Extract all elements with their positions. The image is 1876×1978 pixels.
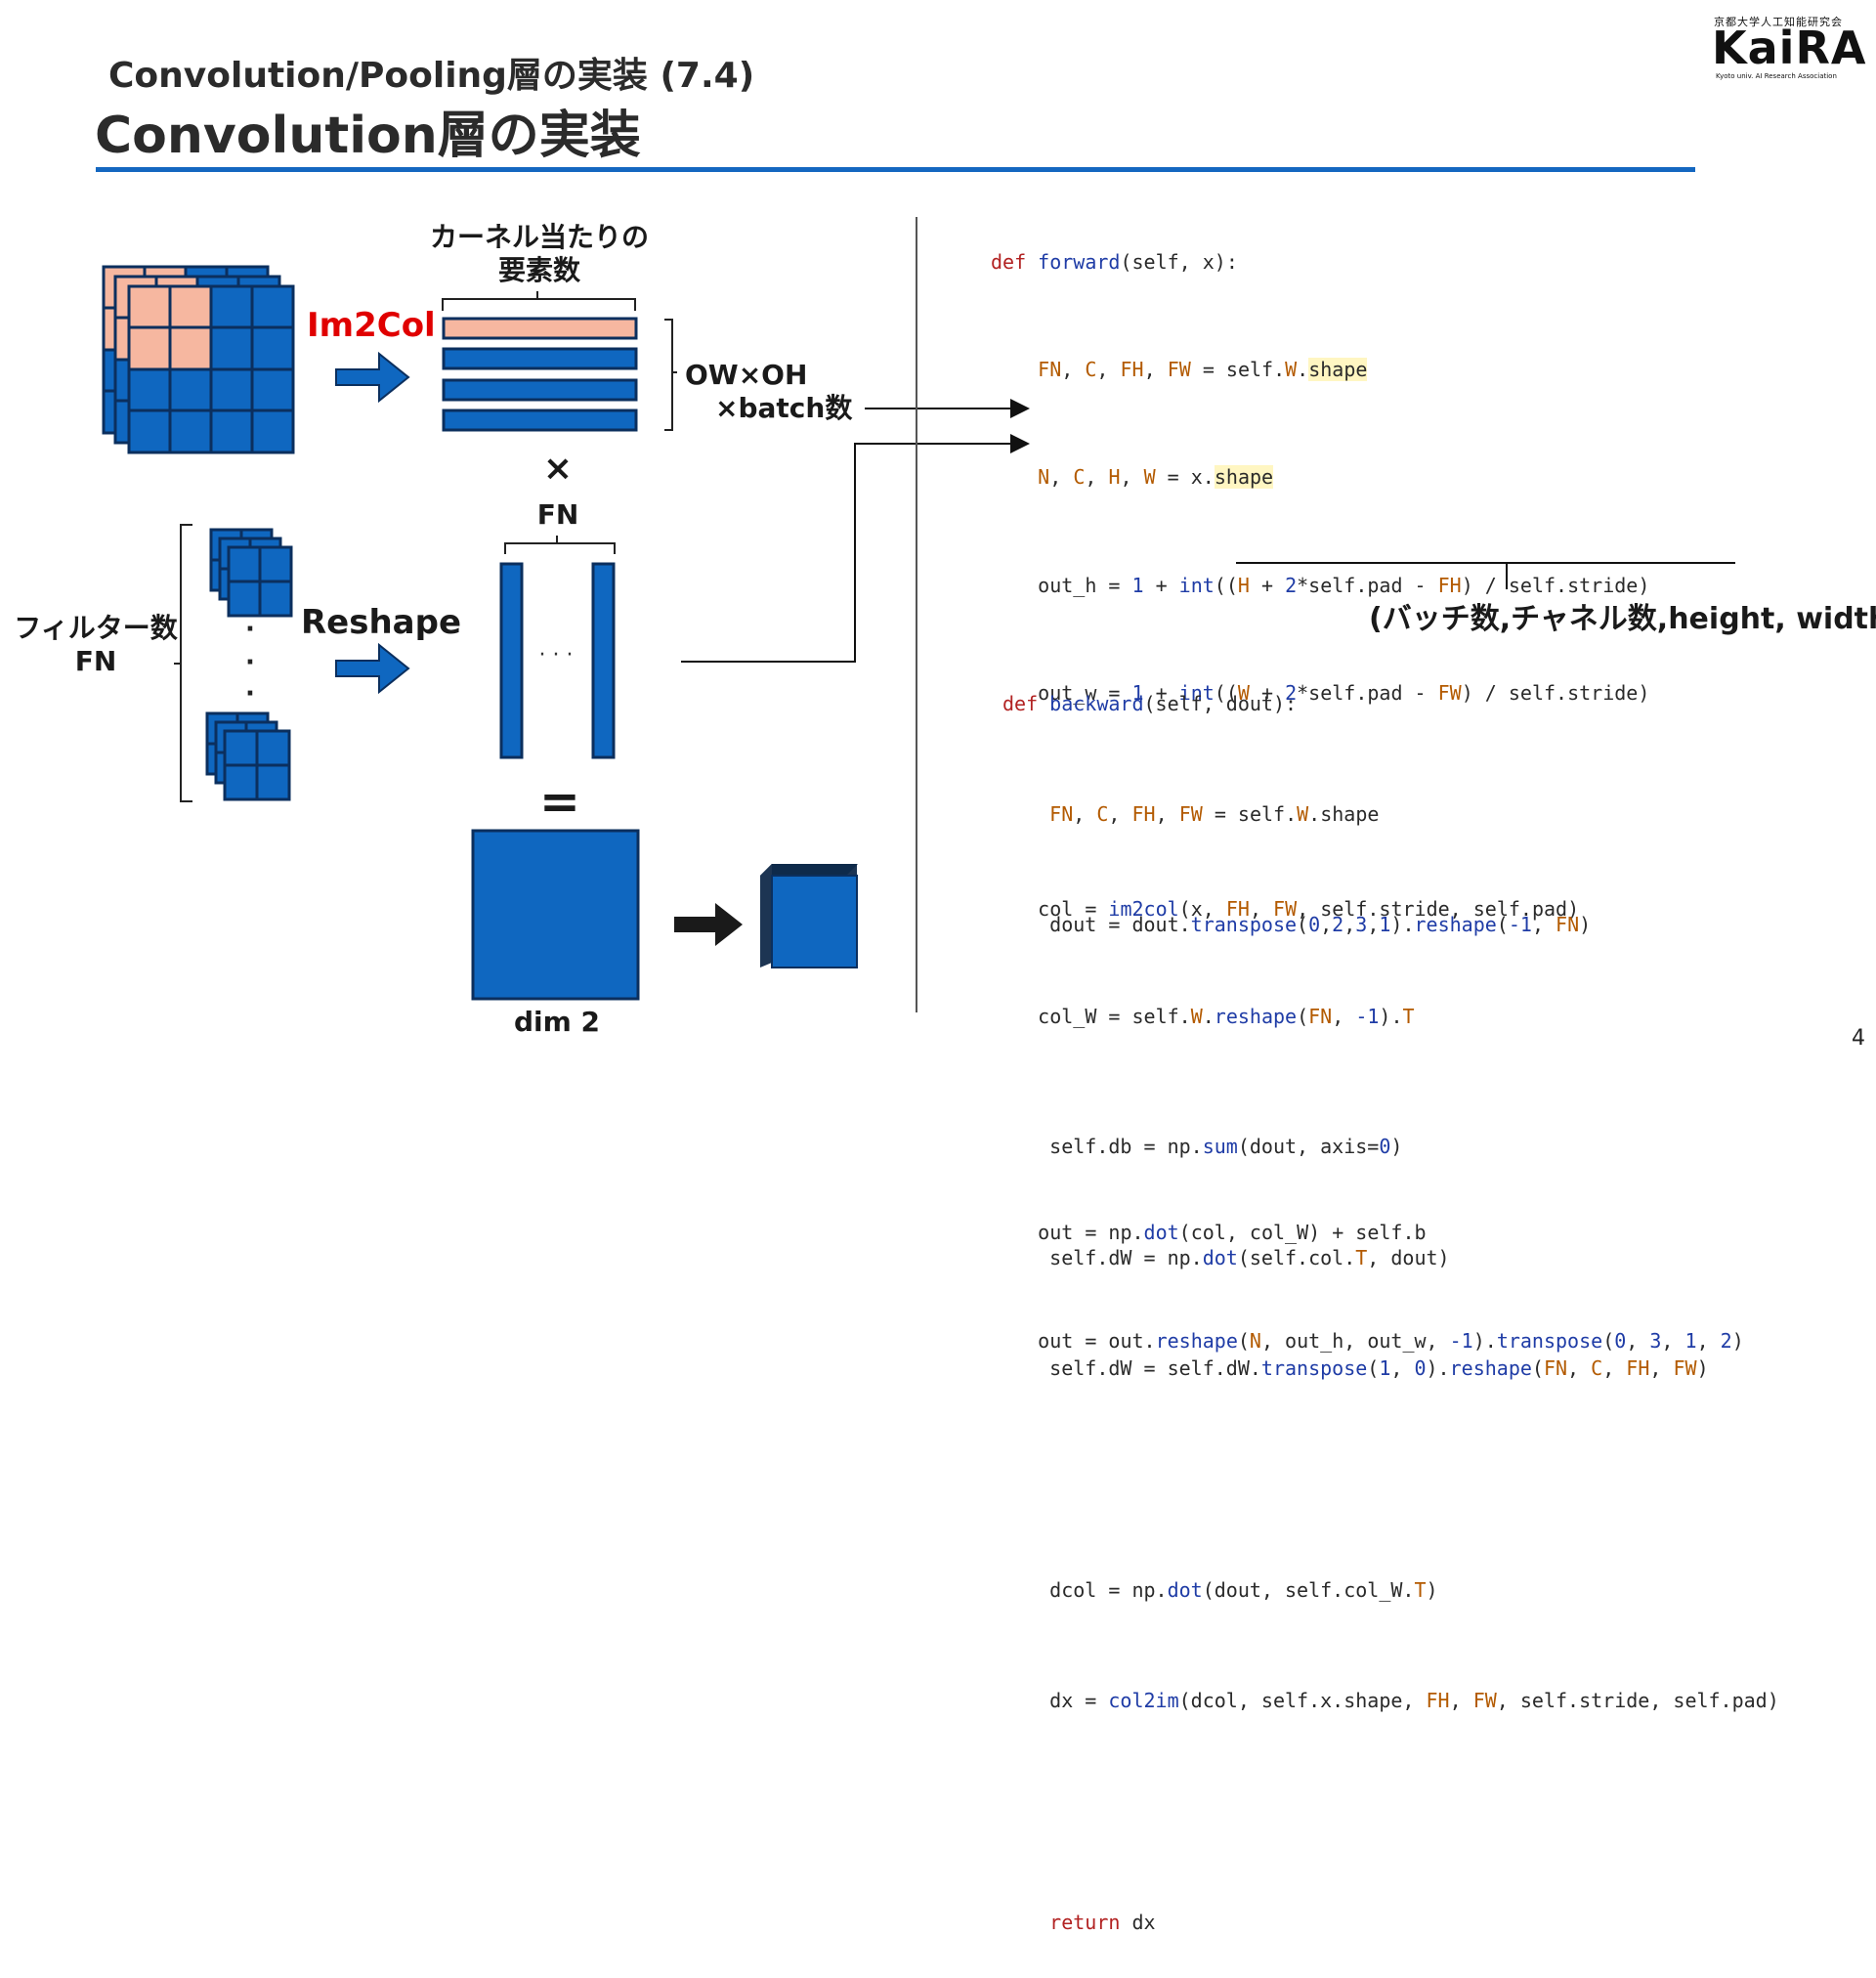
logo-main-text: KaiRA xyxy=(1712,22,1867,74)
im2col-diagram: Im2Col カーネル当たりの 要素数 OW×OH ×batch数 × FN ·… xyxy=(14,221,1735,1038)
kernel-elements-label-line1: カーネル当たりの xyxy=(430,221,649,253)
code-function-name: backward xyxy=(1049,691,1144,715)
matrix-row xyxy=(442,408,638,432)
column-ellipsis: · · · xyxy=(539,643,574,667)
code-line: def backward(self, dout): xyxy=(1002,691,1298,715)
title-underline xyxy=(96,167,1695,172)
im2col-arrow xyxy=(335,351,410,404)
slide-subtitle: Convolution/Pooling層の実装 (7.4) xyxy=(108,56,755,96)
kernel-elements-label-line2: 要素数 xyxy=(498,254,581,286)
code-line: return dx xyxy=(1049,1910,1156,1934)
filter-count-label-line1: フィルター数 xyxy=(14,612,178,644)
fn-label: FN xyxy=(537,498,579,531)
logo-top-text: 京都大学人工知能研究会 xyxy=(1714,16,1843,28)
code-line: self.db = np.sum(dout, axis=0) xyxy=(1002,1135,1403,1159)
code-line xyxy=(1002,1794,1779,1831)
code-line: dout = dout.transpose(0,2,3,1).reshape(-… xyxy=(1002,913,1592,937)
input-tensor-stack xyxy=(102,265,295,454)
column-divider xyxy=(916,217,917,1012)
code-function-name: forward xyxy=(1038,249,1121,274)
reshape-label: Reshape xyxy=(301,603,461,642)
rows-brace xyxy=(664,319,677,431)
matrix-row xyxy=(442,378,638,402)
slide-title: Convolution層の実装 xyxy=(95,107,641,165)
colw-connector-arrow xyxy=(681,434,1030,663)
code-line: def forward(self, x): xyxy=(991,249,1238,274)
code-line xyxy=(1002,1018,1779,1055)
code-line: col = im2col(x, FH, FW, self.stride, sel… xyxy=(991,896,1580,921)
code-line: N, C, H, W = x.shape xyxy=(1038,465,1274,490)
code-line: FN, C, FH, FW = self.W.shape xyxy=(1038,357,1368,381)
code-line: out_h = 1 + int((H + 2*self.pad - FH) / … xyxy=(991,573,1650,597)
code-line xyxy=(1002,1461,1779,1498)
filter-dot-3: · xyxy=(245,679,255,709)
filter-stack-bottom xyxy=(205,711,291,801)
code-keyword: def xyxy=(1002,691,1039,715)
kaira-logo: 京都大学人工知能研究会 KaiRA Kyoto univ. AI Researc… xyxy=(1712,14,1868,82)
page-number: 4 xyxy=(1852,1026,1865,1051)
rows-label-line1: OW×OH xyxy=(685,359,807,391)
filter-count-brace xyxy=(174,524,192,802)
rows-label-line2: ×batch数 xyxy=(715,392,853,424)
transpose-bracket xyxy=(1236,562,1735,589)
matrix-row xyxy=(442,347,638,370)
backward-code-block: def backward(self, dout): FN, C, FH, FW … xyxy=(1002,612,1779,1978)
code-line: FN, C, FH, FW = self.W.shape xyxy=(1049,801,1380,826)
code-line: self.dW = np.dot(self.col.T, dout) xyxy=(1002,1245,1450,1269)
output-matrix xyxy=(471,829,640,1001)
code-keyword: def xyxy=(991,249,1027,274)
code-line: dx = col2im(dcol, self.x.shape, FH, FW, … xyxy=(1002,1689,1779,1713)
filter-dot-2: · xyxy=(245,648,255,677)
matrix-row-highlight xyxy=(442,317,638,340)
fn-brace xyxy=(504,536,616,554)
code-line: out_w = 1 + int((W + 2*self.pad - FW) / … xyxy=(991,681,1650,706)
output-cube xyxy=(760,864,858,968)
weight-column-first xyxy=(499,562,524,759)
reshape-output-arrow xyxy=(674,903,743,946)
reshape-arrow xyxy=(335,642,410,695)
code-line: dcol = np.dot(dout, self.col_W.T) xyxy=(1002,1577,1438,1602)
filter-stack-top xyxy=(209,528,293,618)
dim-label: dim 2 xyxy=(514,1006,600,1038)
equals-symbol: = xyxy=(539,773,580,830)
weight-column-last xyxy=(591,562,616,759)
code-line: self.dW = self.dW.transpose(1, 0).reshap… xyxy=(1002,1355,1709,1380)
output-shape-annotation: (バッチ数,チャネル数,height, width) xyxy=(1369,602,1876,636)
logo-sub-text: Kyoto univ. AI Research Association xyxy=(1716,72,1837,80)
input-channel-front xyxy=(127,284,295,454)
kernel-elements-brace xyxy=(442,291,636,311)
im2col-label: Im2Col xyxy=(307,306,436,345)
code-line: col_W = self.W.reshape(FN, -1).T xyxy=(991,1005,1415,1029)
filter-count-label-line2: FN xyxy=(75,645,117,677)
im2col-matrix xyxy=(442,317,638,432)
times-symbol: × xyxy=(543,449,573,489)
filter-dot-1: · xyxy=(245,615,255,644)
